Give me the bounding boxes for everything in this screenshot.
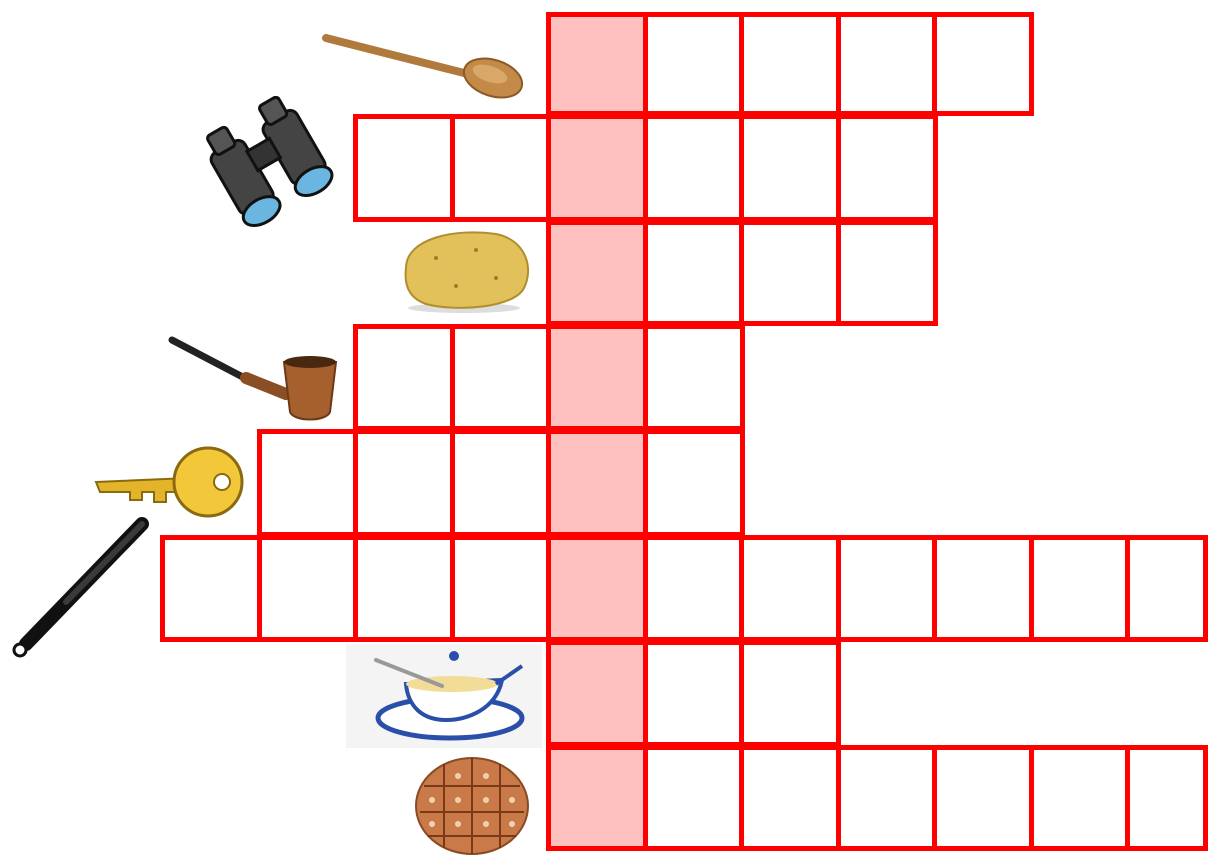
grid-cell[interactable]: [450, 324, 552, 431]
grid-cell[interactable]: [1125, 745, 1208, 851]
gravy-boat-icon: [346, 644, 542, 748]
grid-cell[interactable]: [643, 220, 745, 326]
grid-cell[interactable]: [739, 12, 841, 116]
grid-cell[interactable]: [450, 114, 552, 222]
grid-cell[interactable]: [932, 745, 1034, 851]
grid-cell[interactable]: [643, 429, 745, 537]
grid-cell[interactable]: [546, 745, 648, 851]
grid-cell[interactable]: [836, 745, 938, 851]
grid-cell[interactable]: [450, 429, 552, 537]
grid-cell[interactable]: [739, 114, 841, 222]
grid-cell[interactable]: [836, 220, 938, 326]
grid-cell[interactable]: [353, 535, 455, 642]
sea-urchin-icon: [412, 752, 532, 856]
grid-cell[interactable]: [353, 114, 455, 222]
grid-cell[interactable]: [643, 12, 745, 116]
potato-icon: [396, 228, 536, 314]
grid-cell[interactable]: [836, 535, 938, 642]
grid-cell[interactable]: [546, 12, 648, 116]
bicycle-pump-icon: [6, 512, 156, 662]
grid-cell[interactable]: [836, 114, 938, 222]
wooden-spoon-icon: [318, 26, 528, 106]
grid-cell[interactable]: [546, 114, 648, 222]
grid-cell[interactable]: [257, 429, 359, 537]
grid-cell[interactable]: [257, 535, 359, 642]
grid-cell[interactable]: [643, 114, 745, 222]
grid-cell[interactable]: [546, 220, 648, 326]
grid-cell[interactable]: [836, 12, 938, 116]
grid-cell[interactable]: [643, 745, 745, 851]
grid-cell[interactable]: [1125, 535, 1208, 642]
grid-cell[interactable]: [546, 535, 648, 642]
grid-cell[interactable]: [546, 640, 648, 747]
grid-cell[interactable]: [353, 324, 455, 431]
grid-cell[interactable]: [643, 640, 745, 747]
grid-cell[interactable]: [1029, 535, 1131, 642]
grid-cell[interactable]: [643, 535, 745, 642]
grid-cell[interactable]: [353, 429, 455, 537]
binoculars-icon: [200, 96, 345, 238]
grid-cell[interactable]: [739, 745, 841, 851]
grid-cell[interactable]: [160, 535, 262, 642]
grid-cell[interactable]: [546, 429, 648, 537]
grid-cell[interactable]: [932, 12, 1034, 116]
grid-cell[interactable]: [643, 324, 745, 431]
grid-cell[interactable]: [739, 220, 841, 326]
grid-cell[interactable]: [450, 535, 552, 642]
pipe-icon: [166, 332, 342, 424]
grid-cell[interactable]: [546, 324, 648, 431]
grid-cell[interactable]: [739, 535, 841, 642]
grid-cell[interactable]: [1029, 745, 1131, 851]
grid-cell[interactable]: [932, 535, 1034, 642]
grid-cell[interactable]: [739, 640, 841, 747]
